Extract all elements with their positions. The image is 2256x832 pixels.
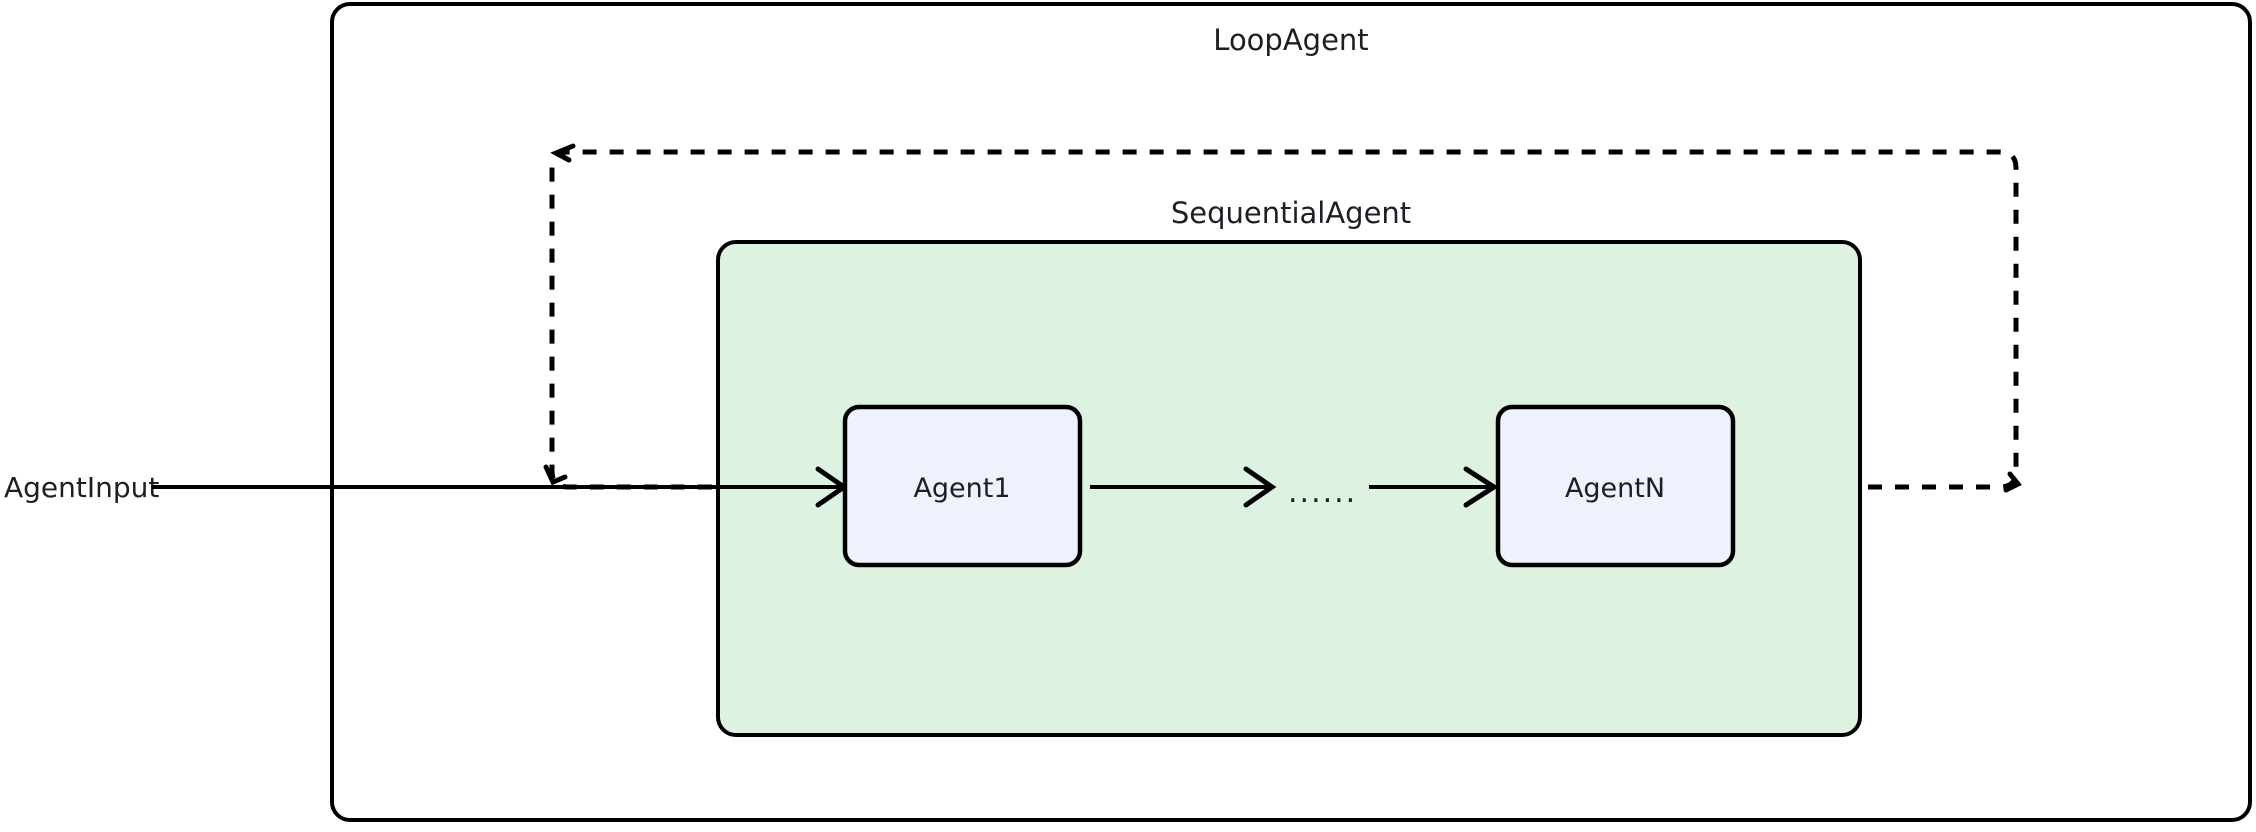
sequential-agent-title: SequentialAgent <box>1171 196 1411 230</box>
loop-back-arrowhead-topleft <box>550 143 576 163</box>
agent-input-label: AgentInput <box>4 471 159 504</box>
loop-back-arrowhead-bottomleft <box>543 464 568 486</box>
agentn-node[interactable] <box>1495 404 1736 568</box>
ellipsis-label: ...... <box>1288 475 1357 510</box>
agent1-to-ellipsis-arrowhead <box>1243 466 1277 508</box>
agent1-label: Agent1 <box>913 473 1010 504</box>
agent1-node[interactable] <box>842 404 1083 568</box>
agentn-label: AgentN <box>1565 473 1665 504</box>
ellipsis-to-agentn-arrowhead <box>1463 466 1499 508</box>
loop-back-arrowhead-bottomright <box>2003 471 2022 493</box>
loop-agent-title: LoopAgent <box>1213 23 1368 57</box>
